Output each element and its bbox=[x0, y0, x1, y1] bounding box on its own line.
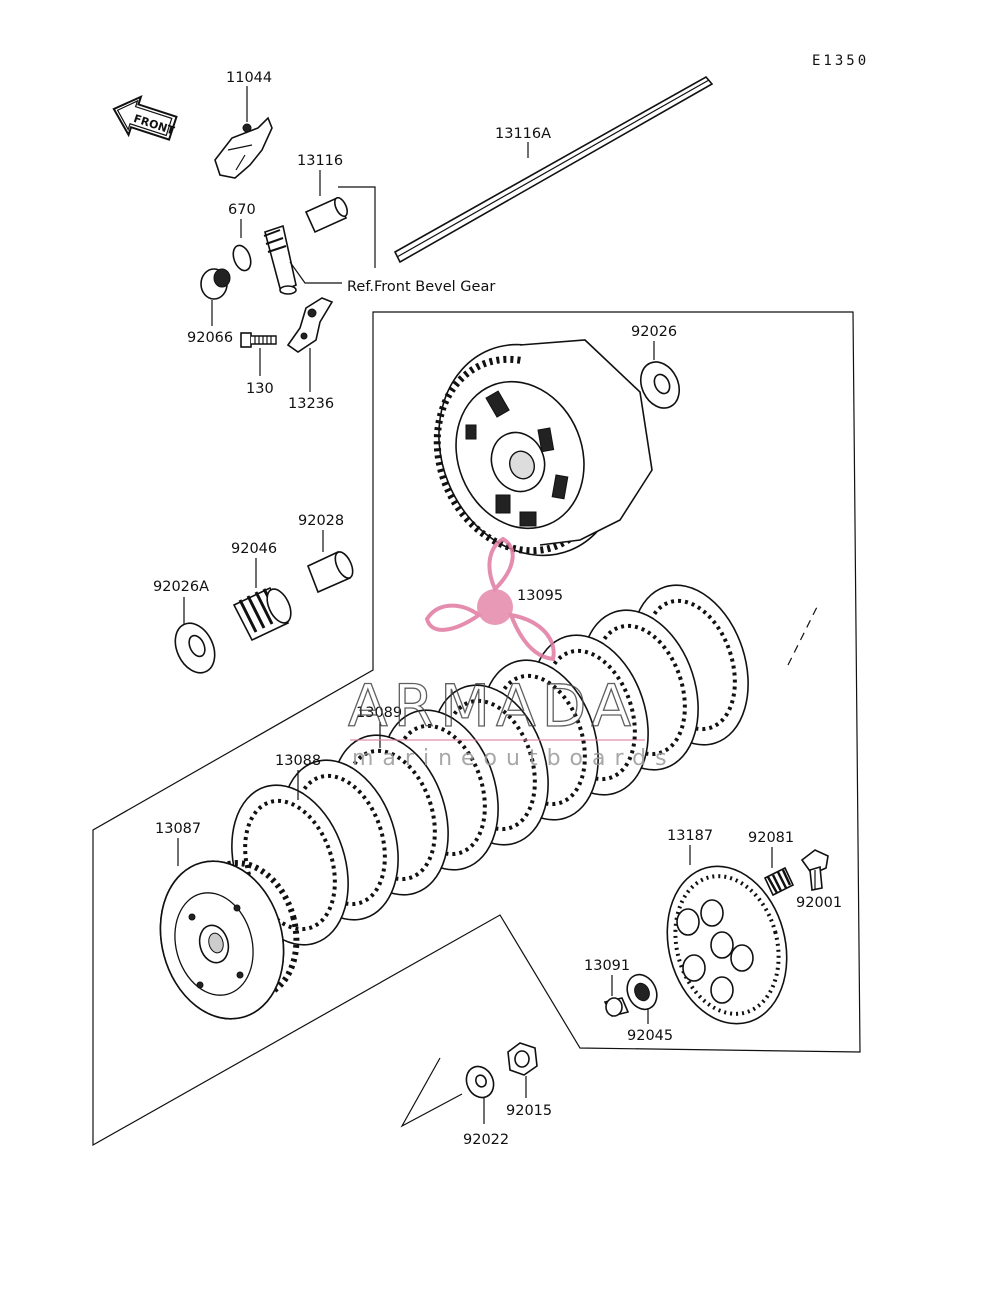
bearing-92046: 92046 bbox=[231, 541, 292, 642]
bolt-130: 130 bbox=[240, 332, 277, 397]
label-13236: 13236 bbox=[288, 396, 334, 412]
label-92081: 92081 bbox=[748, 830, 794, 846]
label-92026: 92026 bbox=[631, 324, 677, 340]
armada-logo-icon bbox=[424, 536, 556, 662]
sleeve-92028: 92028 bbox=[298, 513, 354, 594]
watermark-brand: ARMADA bbox=[348, 672, 637, 740]
washer-92022: 92022 bbox=[400, 1057, 509, 1148]
nut-92015: 92015 bbox=[506, 1042, 552, 1119]
diagram-code: E1350 bbox=[812, 53, 869, 69]
clutch-housing-13095: 13095 bbox=[433, 339, 653, 604]
label-13091: 13091 bbox=[584, 958, 630, 974]
label-92001: 92001 bbox=[796, 895, 842, 911]
clutch-hub-13087: 13087 bbox=[155, 821, 300, 1020]
washer-92026A: 92026A bbox=[153, 579, 216, 674]
holder-13236: 13236 bbox=[286, 297, 334, 412]
label-92015: 92015 bbox=[506, 1103, 552, 1119]
bolt-92001: 92001 bbox=[796, 849, 842, 911]
label-92028: 92028 bbox=[298, 513, 344, 529]
label-13116A: 13116A bbox=[495, 126, 551, 142]
shaft-13116A: 13116A bbox=[393, 75, 714, 264]
label-92026A: 92026A bbox=[153, 579, 209, 595]
front-arrow-icon: FRONT bbox=[112, 94, 178, 141]
armada-watermark: ARMADA marineoutboards bbox=[347, 536, 676, 771]
watermark-tagline: marineoutboards bbox=[352, 746, 676, 771]
gear-shaft: Ref.Front Bevel Gear bbox=[263, 224, 495, 295]
label-92066: 92066 bbox=[187, 330, 233, 346]
label-13187: 13187 bbox=[667, 828, 713, 844]
label-92045: 92045 bbox=[627, 1028, 673, 1044]
label-13087: 13087 bbox=[155, 821, 201, 837]
label-670: 670 bbox=[228, 202, 256, 218]
oring-670: 670 bbox=[228, 202, 256, 272]
spring-92081: 92081 bbox=[748, 830, 794, 897]
label-92022: 92022 bbox=[463, 1132, 509, 1148]
label-13116: 13116 bbox=[297, 153, 343, 169]
label-92046: 92046 bbox=[231, 541, 277, 557]
label-13095: 13095 bbox=[517, 588, 563, 604]
label-11044: 11044 bbox=[226, 70, 272, 86]
washer-92026: 92026 bbox=[631, 324, 681, 409]
sleeve-13116: 13116 bbox=[297, 153, 376, 268]
label-130: 130 bbox=[246, 381, 274, 397]
plug-92066: 92066 bbox=[187, 268, 233, 346]
pusher-13091: 13091 bbox=[584, 958, 630, 1017]
bracket-11044: 11044 bbox=[214, 70, 273, 179]
pressure-plate-13187: 13187 bbox=[666, 828, 788, 1025]
frame-lines bbox=[92, 311, 861, 1147]
bearing-92045: 92045 bbox=[626, 973, 673, 1044]
ref-note: Ref.Front Bevel Gear bbox=[347, 279, 495, 295]
label-13088: 13088 bbox=[275, 753, 321, 769]
label-13089: 13089 bbox=[356, 705, 402, 721]
